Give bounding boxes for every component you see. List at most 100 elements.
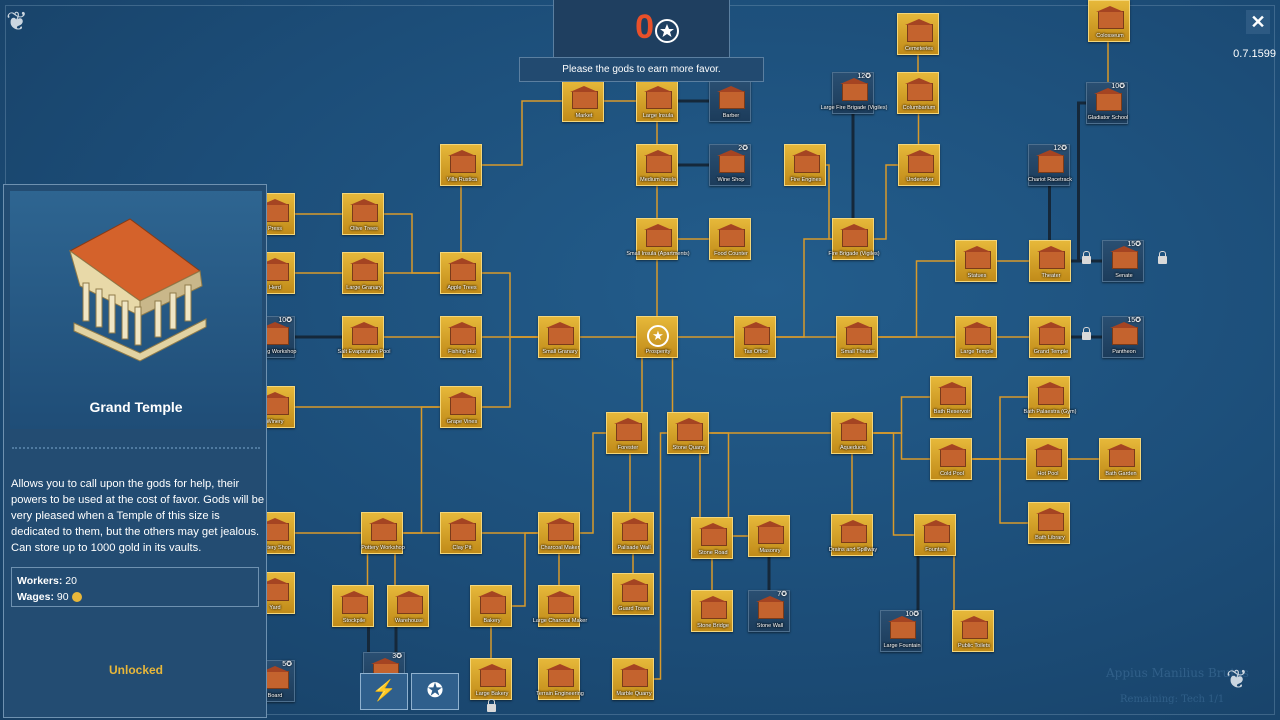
tech-node-barber[interactable]: Barber bbox=[709, 80, 751, 122]
tech-node-label: Large Fountain bbox=[883, 643, 921, 649]
tech-node-statues[interactable]: Statues bbox=[955, 240, 997, 282]
tech-node-bakery[interactable]: Bakery bbox=[470, 585, 512, 627]
tech-node-large-bakery[interactable]: Large Bakery bbox=[470, 658, 512, 700]
tech-node-stone-road[interactable]: Stone Road bbox=[691, 517, 733, 559]
building-icon bbox=[1098, 11, 1124, 29]
tech-node-bath-library[interactable]: Bath Library bbox=[1028, 502, 1070, 544]
building-icon bbox=[965, 327, 991, 345]
tech-node-olive[interactable]: Olive Trees bbox=[342, 193, 384, 235]
wages-value: 90 bbox=[56, 591, 69, 603]
building-icon bbox=[940, 449, 966, 467]
tech-node-food-counter[interactable]: Food Counter bbox=[709, 218, 751, 260]
tech-node-aqueducts[interactable]: Aqueducts bbox=[831, 412, 873, 454]
tech-node-clay-pit[interactable]: Clay Pit bbox=[440, 512, 482, 554]
tech-node-guard-tower[interactable]: Guard Tower bbox=[612, 573, 654, 615]
tech-node-fire-brigade[interactable]: Fire Brigade (Vigiles) bbox=[828, 218, 880, 260]
close-button[interactable]: ✕ bbox=[1246, 10, 1270, 34]
tech-node-columbarium[interactable]: Columbarium bbox=[897, 72, 939, 114]
gold-coin-icon bbox=[71, 592, 82, 603]
building-icon bbox=[622, 584, 648, 602]
padlock-icon bbox=[1082, 327, 1091, 340]
tech-node-market[interactable]: Market bbox=[562, 80, 604, 122]
tech-node-public-toilets[interactable]: Public Toilets bbox=[952, 610, 994, 652]
tech-node-colosseum[interactable]: Colosseum bbox=[1088, 0, 1130, 42]
governor-subline-watermark: Remaining: Tech 1/1 bbox=[1120, 694, 1225, 705]
tech-node-fishing-hut[interactable]: Fishing Hut bbox=[440, 316, 482, 358]
tech-node-pottery-ws[interactable]: Pottery Workshop bbox=[361, 512, 405, 554]
tech-node-tax-office[interactable]: Tax Office bbox=[734, 316, 776, 358]
tech-node-salt-pool[interactable]: Salt Evaporation Pool bbox=[338, 316, 390, 358]
tech-node-bath-garden[interactable]: Bath Garden bbox=[1099, 438, 1141, 480]
tech-node-large-fire[interactable]: Large Fire Brigade (Vigiles)12✪ bbox=[821, 72, 887, 114]
building-icon bbox=[908, 155, 934, 173]
tech-node-villa[interactable]: Villa Rustica bbox=[440, 144, 482, 186]
tech-node-apple[interactable]: Apple Trees bbox=[440, 252, 482, 294]
tech-node-stone-quarry[interactable]: Stone Quarry bbox=[667, 412, 709, 454]
building-icon bbox=[548, 596, 574, 614]
powers-button[interactable]: ⚡ bbox=[360, 673, 408, 710]
tech-node-grand-temple[interactable]: Grand Temple bbox=[1029, 316, 1071, 358]
favor-cost: 10✪ bbox=[905, 611, 919, 618]
tech-node-label: Columbarium bbox=[902, 105, 936, 111]
building-icon bbox=[907, 24, 933, 42]
favor-cost: 3✪ bbox=[392, 653, 402, 660]
building-icon bbox=[1112, 327, 1138, 345]
building-icon bbox=[758, 526, 784, 544]
favor-button[interactable]: ✪ bbox=[411, 673, 459, 710]
tech-node-large-fountain[interactable]: Large Fountain 10✪ bbox=[880, 610, 922, 652]
tech-node-small-theater[interactable]: Small Theater bbox=[836, 316, 878, 358]
tech-node-masonry[interactable]: Masonry bbox=[748, 515, 790, 557]
tech-node-prosperity[interactable]: ★Prosperity bbox=[636, 316, 678, 358]
tech-node-medium-insula[interactable]: Medium Insula bbox=[636, 144, 678, 186]
tech-node-cemeteries[interactable]: Cemeteries bbox=[897, 13, 939, 55]
building-icon bbox=[744, 327, 770, 345]
tech-node-marble[interactable]: Marble Quarry bbox=[612, 658, 654, 700]
tech-node-label: Tax Office bbox=[743, 349, 769, 355]
tech-node-small-insula[interactable]: Small Insula (Apartments) bbox=[626, 218, 690, 260]
tech-node-large-temple[interactable]: Large Temple bbox=[955, 316, 997, 358]
tech-node-label: Guard Tower bbox=[618, 606, 650, 612]
tech-node-stockpile[interactable]: Stockpile bbox=[332, 585, 374, 627]
tech-node-label: Grape Vines bbox=[446, 419, 478, 425]
tech-node-terrain[interactable]: Terrain Engineering bbox=[536, 658, 584, 700]
tech-node-small-granary[interactable]: Small Granary bbox=[538, 316, 580, 358]
building-description: Allows you to call upon the gods for hel… bbox=[11, 478, 265, 554]
tech-node-bath-palaestra[interactable]: Bath Palaestra (Gym) bbox=[1024, 376, 1076, 418]
tech-node-forester[interactable]: Forester bbox=[606, 412, 648, 454]
tech-node-label: Prosperity bbox=[645, 349, 671, 355]
tech-node-label: Drains and Spillway bbox=[828, 547, 878, 553]
tech-node-hot-pool[interactable]: Hot Pool bbox=[1026, 438, 1068, 480]
building-icon bbox=[940, 387, 966, 405]
tech-node-grape[interactable]: Grape Vines bbox=[440, 386, 482, 428]
tech-node-large-charcoal[interactable]: Large Charcoal Maker bbox=[533, 585, 587, 627]
version-label: 0.7.1599 bbox=[1233, 48, 1276, 60]
tech-node-charcoal[interactable]: Charcoal Maker bbox=[538, 512, 580, 554]
tech-node-palisade[interactable]: Palisade Wall bbox=[612, 512, 654, 554]
tech-node-label: Undertaker bbox=[906, 177, 934, 183]
tech-node-label: Cold Pool bbox=[940, 471, 964, 477]
unlock-status: Unlocked bbox=[108, 663, 163, 677]
padlock-icon bbox=[1082, 251, 1091, 264]
tech-node-fire-engines[interactable]: Fire Engines bbox=[784, 144, 826, 186]
tech-node-warehouse[interactable]: Warehouse bbox=[387, 585, 429, 627]
tech-node-drains[interactable]: Drains and Spillway bbox=[829, 514, 877, 556]
tech-node-stone-bridge[interactable]: Stone Bridge bbox=[691, 590, 733, 632]
favor-value: 0 bbox=[635, 8, 654, 46]
favor-cost: 7✪ bbox=[777, 591, 787, 598]
tech-node-undertaker[interactable]: Undertaker bbox=[898, 144, 940, 186]
tech-node-fountain[interactable]: Fountain bbox=[914, 514, 956, 556]
building-icon bbox=[548, 523, 574, 541]
tech-node-large-granary[interactable]: Large Granary bbox=[342, 252, 384, 294]
tech-node-theater[interactable]: Theater bbox=[1029, 240, 1071, 282]
tech-node-large-insula[interactable]: Large Insula bbox=[636, 80, 678, 122]
tech-node-bath-reservoir[interactable]: Bath Reservoir bbox=[930, 376, 972, 418]
building-preview-image bbox=[10, 191, 262, 429]
tech-node-cold-pool[interactable]: Cold Pool bbox=[930, 438, 972, 480]
